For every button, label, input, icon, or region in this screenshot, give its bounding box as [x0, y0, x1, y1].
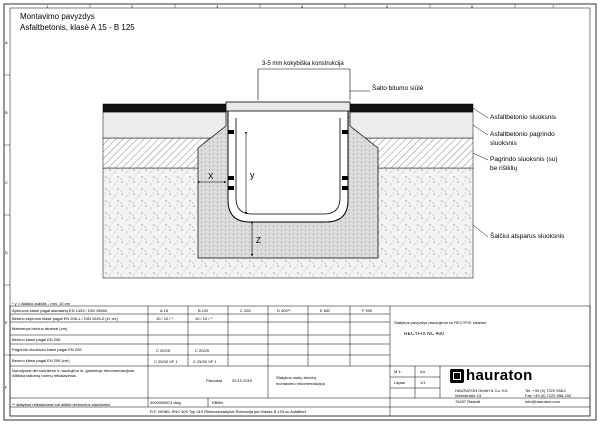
drawn-date: 29.10.2019	[232, 378, 253, 383]
drawing-code-2: EBBm	[212, 400, 224, 405]
row-label-dimensions: Matmenys betono atramai (cm)	[12, 326, 68, 331]
footnote-y: * y = išlaikio aukštis - min. 10 cm	[12, 301, 70, 306]
channel-rib	[342, 186, 348, 190]
class-cell: B 125	[198, 308, 209, 313]
sheet-value: 1/1	[420, 380, 426, 385]
row-label-concrete-cm: Betono klasė pagal EN 206 (cm)	[12, 358, 70, 363]
class-cell: C 250	[240, 308, 251, 313]
border-mark-top: 5	[386, 4, 389, 9]
dimension-z-label: Z	[256, 236, 261, 245]
base-class-cell: C 25/30 XF 1	[154, 359, 178, 364]
class-cell: D 400**	[277, 308, 291, 313]
annotation-asphalt-layer: Asfaltbetonio sluoksnis	[490, 114, 557, 121]
annotation-base-2: be rišiklių	[490, 165, 518, 172]
strength-cell: 10 / 10 / *	[195, 316, 213, 321]
channel-rib	[228, 186, 234, 190]
title-block-grid	[9, 305, 591, 417]
format-label: A4	[420, 369, 425, 374]
product-caption: Statybos pavyzdys naudojimui su RECYFIX …	[394, 320, 487, 325]
row-label-load-class: Apkrovos klasė pagal standartą EN 1433 /…	[12, 308, 107, 313]
channel-inner-wall	[235, 118, 341, 215]
annotation-construction: 3-5 mm kokybiška konstrukcija	[262, 61, 344, 67]
base-class-cell: C 25/30 XF 1	[193, 359, 217, 364]
annotation-seam: Šalto bitumo siūlė	[372, 85, 424, 92]
drawing-title-line-2: Asfaltbetonis, klasė A 15 - B 125	[20, 23, 135, 32]
border-mark-side: B	[5, 110, 8, 115]
annotation-frost-layer: Šalčiui atsparus sluoksnis	[490, 233, 565, 240]
sheet-frame	[3, 3, 597, 421]
scale-label: M 1:	[394, 369, 402, 374]
border-mark-top: 2	[131, 4, 134, 9]
info-line-1: Statybos mažų bendrų	[276, 375, 317, 380]
border-mark-side: A	[5, 40, 8, 45]
border-mark-side: F	[5, 385, 8, 390]
drawn-label: Paruošta	[206, 378, 223, 383]
border-mark-top: 7	[552, 4, 555, 9]
row-label-concrete-class: Betono klasė pagal EN 206	[12, 337, 61, 342]
brand-name: hauraton	[466, 367, 533, 384]
row-label-base-class: Pagrindo sluoksnio klasė pagal EN 206	[12, 347, 82, 352]
annotation-base-1: Pagrindo sluoksnis (su)	[490, 156, 558, 163]
hauraton-logo	[450, 369, 464, 383]
border-mark-top: 4	[301, 4, 304, 9]
address-line-2: Werkstraße 13	[455, 393, 482, 398]
strength-cell: 10 / 10 / *	[156, 316, 174, 321]
address-line-1: HAURATON GmbH & Co. KG	[455, 388, 508, 393]
info-line-2: montavimo rekomendacijos	[276, 381, 325, 386]
channel-body	[227, 109, 349, 223]
border-mark-side: D	[5, 250, 8, 255]
concrete-class-cell: C 20/25	[195, 348, 210, 353]
row-label-concrete-strength: Betono stiprumo klasė pagal EN 206-1 / D…	[12, 316, 118, 321]
channel-rib	[342, 130, 348, 134]
class-cell: A 15	[160, 308, 169, 313]
border-mark-top: 3	[216, 4, 219, 9]
border-mark-top: 6	[471, 4, 474, 9]
annotation-asphalt-base-1: Asfaltbetonio pagrindo	[490, 131, 555, 138]
border-mark-side: E	[5, 320, 8, 325]
annotation-asphalt-base-2: sluoksnis	[490, 140, 517, 147]
grating	[225, 101, 351, 112]
border-mark-side: C	[5, 180, 8, 185]
class-cell: F 900	[362, 308, 373, 313]
phone: Tel. +49 (0) 7222 958-0	[525, 388, 567, 393]
dimension-y-label: y	[250, 170, 255, 180]
email: info@hauraton.com	[525, 399, 560, 404]
border-mark-top: 1	[46, 4, 49, 9]
product-name: RECYFIX NC 400	[404, 332, 445, 337]
notes-left: Nurodymai dėl surinkimo ir naudojimo žr.…	[12, 368, 136, 378]
concrete-class-cell: C 20/25	[156, 348, 171, 353]
drawing-bottom-line: R.F. MOBIL SNC 400 Typ 010 Rinkinas/stat…	[150, 409, 306, 414]
channel-rib	[228, 176, 234, 180]
drawing-code-1: 0000058974 dwg	[150, 400, 181, 405]
address-line-3: 76437 Rastatt	[455, 399, 480, 404]
notes-bottom: ** statybos reikalavimai turi atitikti t…	[12, 402, 111, 407]
channel-rib	[228, 130, 234, 134]
fax: Fax +49 (0) 7222 958-100	[525, 393, 572, 398]
sheet-label: Lapas	[394, 380, 405, 385]
channel-rib	[342, 176, 348, 180]
drawing-title-line-1: Montavimo pavyzdys	[20, 12, 95, 21]
dimension-x-label: X	[208, 172, 214, 181]
class-cell: E 600	[320, 308, 331, 313]
